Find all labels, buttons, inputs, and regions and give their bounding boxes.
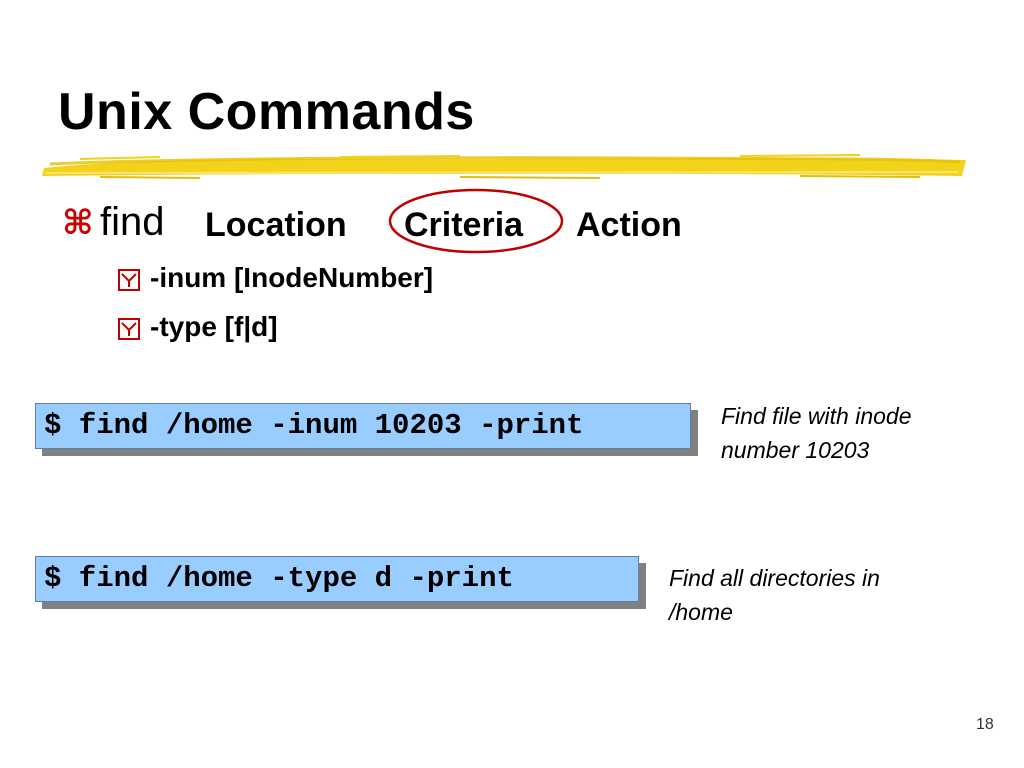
code-example-inum: $ find /home -inum 10203 -print [35,403,691,449]
term-action: Action [576,206,682,244]
note-line: /home [669,599,733,625]
criteria-highlight-ellipse [388,188,564,254]
title-underline-brushstroke [42,154,966,179]
term-criteria: Criteria [404,206,524,244]
note-line: Find file with inode [721,403,912,429]
slide-title: Unix Commands [58,83,475,141]
check-box-icon [118,318,140,340]
note-type: Find all directories in /home [669,561,880,629]
note-line: number 10203 [721,437,870,463]
sub-bullet-text: -type [f|d] [150,311,278,342]
check-box-icon [118,269,140,291]
note-inum: Find file with inode number 10203 [721,399,912,467]
page-number: 18 [976,716,994,733]
command-key-bullet-icon: ⌘ [62,203,94,243]
code-example-type: $ find /home -type d -print [35,556,639,602]
term-location: Location [205,206,347,244]
note-line: Find all directories in [669,565,880,591]
bullet-command-text: find [100,200,165,244]
sub-bullet-text: -inum [InodeNumber] [150,262,434,293]
